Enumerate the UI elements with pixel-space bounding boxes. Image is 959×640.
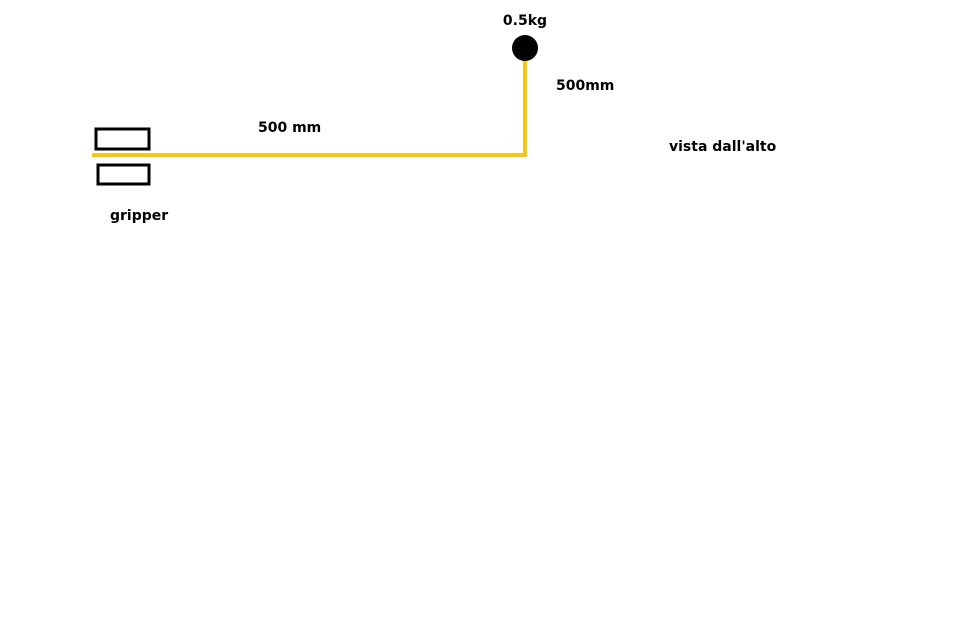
- gripper-label: gripper: [110, 208, 168, 224]
- gripper-jaw-lower: [96, 163, 151, 186]
- gripper-jaw-upper: [94, 127, 151, 151]
- horizontal-length-label: 500 mm: [258, 120, 321, 136]
- mass-label: 0.5kg: [503, 13, 547, 29]
- vertical-length-label: 500mm: [556, 78, 614, 94]
- view-label: vista dall'alto: [669, 139, 777, 155]
- point-mass: [512, 35, 538, 61]
